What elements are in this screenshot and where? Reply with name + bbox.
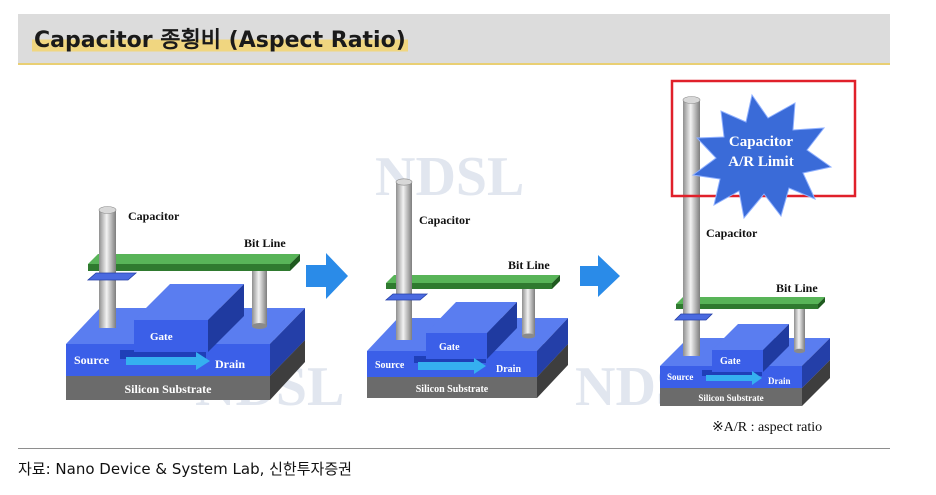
ar-limit-box: [670, 79, 857, 198]
footer-divider: [18, 448, 890, 449]
contact-pillar-1: [252, 270, 267, 329]
storage-plate-1: [86, 272, 138, 281]
page-title: Capacitor 종횡비 (Aspect Ratio): [32, 22, 408, 54]
drain-label-2: Drain: [496, 364, 521, 375]
gate-label-2: Gate: [439, 342, 460, 353]
substrate-label-2: Silicon Substrate: [416, 384, 489, 395]
bit-line-label-2: Bit Line: [508, 258, 550, 272]
source-label-1: Source: [74, 353, 110, 367]
bit-line-3: [676, 297, 825, 309]
bit-line-label-1: Bit Line: [244, 236, 286, 250]
flow-arrow-3: [706, 371, 762, 385]
bit-line-2: [386, 275, 560, 289]
ar-limit-label-line1: Capacitor: [729, 134, 793, 150]
title-underline: [18, 63, 890, 65]
source-credit: 자료: Nano Device & System Lab, 신한투자증권: [18, 460, 352, 478]
contact-pillar-3: [794, 307, 805, 354]
stage-3: Silicon Substrate Source Drain Gate Bit …: [660, 96, 830, 406]
ar-limit-label-line2: A/R Limit: [728, 154, 793, 170]
contact-pillar-2: [522, 286, 535, 339]
stage-1: Silicon Substrate Source Drain Gate Bit …: [66, 206, 305, 400]
gate-label-1: Gate: [150, 331, 173, 343]
bit-line-1: [88, 254, 300, 271]
capacitor-cylinder-3: [682, 96, 701, 356]
channel-1: [120, 350, 206, 359]
capacitor-label-1: Capacitor: [128, 209, 180, 223]
stage-2: Silicon Substrate Source Drain Gate Bit …: [367, 178, 568, 398]
drain-label-1: Drain: [215, 357, 245, 371]
flow-arrow-1: [126, 352, 210, 370]
flow-arrow-2: [418, 358, 486, 374]
channel-3: [702, 370, 762, 376]
stage-arrow-2: [580, 255, 620, 297]
source-label-2: Source: [375, 360, 405, 371]
gate-label-3: Gate: [720, 356, 741, 367]
stage-arrow-1: [306, 253, 348, 299]
storage-plate-2: [384, 293, 429, 301]
capacitor-label-2: Capacitor: [419, 213, 471, 227]
channel-2: [414, 356, 486, 363]
substrate-label-3: Silicon Substrate: [698, 393, 763, 403]
bit-line-label-3: Bit Line: [776, 281, 818, 295]
drain-label-3: Drain: [768, 376, 791, 386]
capacitor-cylinder-2: [395, 178, 413, 340]
capacitor-label-3: Capacitor: [706, 226, 758, 240]
source-label-3: Source: [667, 372, 693, 382]
aspect-ratio-note: ※A/R : aspect ratio: [712, 420, 823, 435]
gate-block-1: [134, 284, 244, 352]
gate-block-3: [712, 324, 789, 372]
ar-limit-burst: [691, 93, 833, 220]
storage-plate-3: [674, 313, 713, 321]
gate-block-2: [426, 302, 517, 359]
capacitor-aspect-ratio-diagram: NDSL NDSL NDSL Silicon Substrate Source …: [66, 79, 857, 418]
capacitor-cylinder-1: [98, 206, 117, 328]
substrate-label-1: Silicon Substrate: [124, 382, 212, 396]
